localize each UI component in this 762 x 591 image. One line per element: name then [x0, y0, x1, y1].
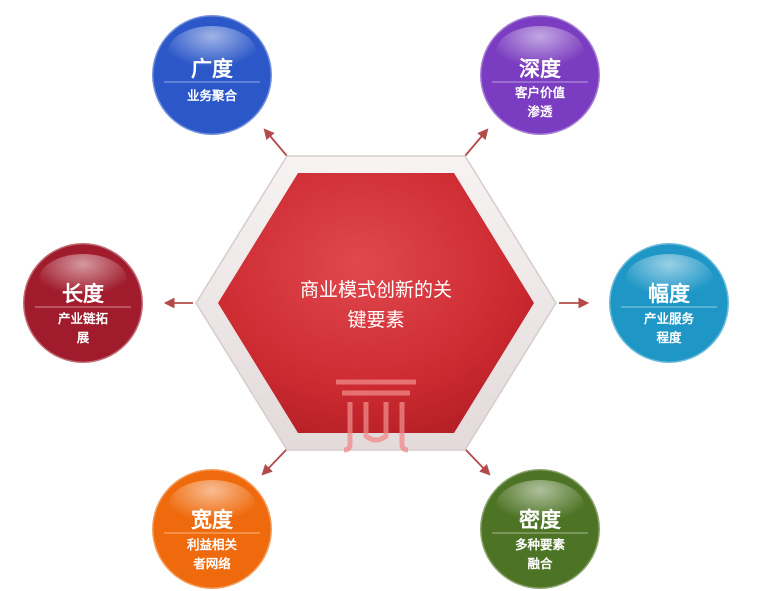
connector-arrows: [163, 128, 590, 476]
node-subtitle-line2: 渗透: [527, 104, 553, 119]
node-gloss: [496, 26, 584, 78]
node-subtitle-line2: 融合: [527, 556, 553, 571]
node-gloss: [625, 254, 713, 306]
node-gloss: [39, 254, 127, 306]
arrow-to-midu: [464, 448, 491, 476]
node-title: 深度: [519, 57, 561, 81]
node-circle-ring: [21, 241, 145, 365]
node-circle-ring: [478, 467, 602, 591]
node-circle-ring: [478, 13, 602, 137]
arrow-to-kuandu: [261, 448, 288, 476]
node-title: 密度: [519, 508, 561, 532]
node-subtitle-line2: 者网络: [192, 556, 231, 571]
node-title: 广度: [191, 57, 233, 81]
node-subtitle-line2: 展: [77, 330, 90, 345]
watermark-logo: [336, 379, 416, 453]
node-subtitle-line1: 客户价值: [514, 85, 566, 100]
node-subtitle-line1: 利益相关: [187, 537, 238, 552]
node-guangdu: 广度 业务聚合: [150, 13, 274, 137]
hexagon-title-line2: 键要素: [347, 309, 404, 331]
node-gloss: [496, 480, 584, 532]
node-changdu: 长度 产业链拓 展: [21, 241, 145, 365]
node-subtitle-line2: 程度: [656, 330, 682, 345]
node-gloss: [168, 480, 256, 532]
node-midu: 密度 多种要素 融合: [478, 467, 602, 591]
node-shendu: 深度 客户价值 渗透: [478, 13, 602, 137]
node-subtitle-line1: 多种要素: [515, 537, 566, 552]
node-circle-ring: [607, 241, 731, 365]
hexagon-title-line1: 商业模式创新的关: [300, 279, 452, 301]
node-title: 长度: [62, 282, 104, 306]
node-subtitle-line1: 业务聚合: [187, 88, 238, 103]
node-gloss: [168, 26, 256, 78]
node-title: 宽度: [191, 508, 233, 532]
node-circle-ring: [150, 13, 274, 137]
node-circle-ring: [150, 467, 274, 591]
node-fudu: 幅度 产业服务 程度: [607, 241, 731, 365]
node-subtitle-line1: 产业链拓: [58, 311, 109, 326]
node-subtitle-line1: 产业服务: [644, 311, 695, 326]
arrow-to-guangdu: [263, 128, 288, 157]
hexagon-core: [218, 173, 534, 433]
node-kuandu: 宽度 利益相关 者网络: [150, 467, 274, 591]
arrow-to-shendu: [464, 128, 489, 157]
node-title: 幅度: [648, 282, 690, 306]
